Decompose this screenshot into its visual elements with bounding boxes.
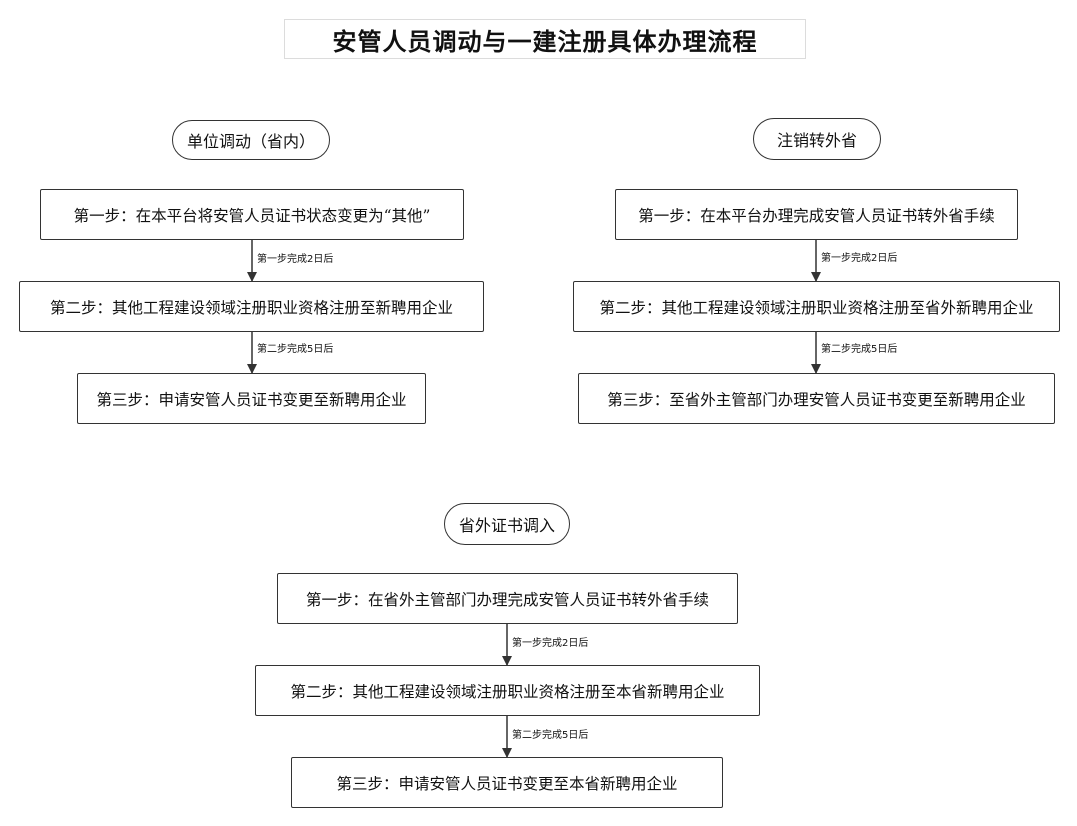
flow-unit-transfer-step2: 第二步：其他工程建设领域注册职业资格注册至新聘用企业 [19, 281, 484, 332]
flow-cancel-out-arrow2-label: 第二步完成5日后 [821, 344, 898, 355]
flow-cancel-out-header: 注销转外省 [753, 118, 881, 160]
flow-unit-transfer-arrow1-label: 第一步完成2日后 [257, 254, 334, 265]
flow-unit-transfer-step3: 第三步：申请安管人员证书变更至新聘用企业 [77, 373, 426, 424]
flow-transfer-in-arrow2-label: 第二步完成5日后 [512, 730, 589, 741]
flow-cancel-out-step1: 第一步：在本平台办理完成安管人员证书转外省手续 [615, 189, 1018, 240]
flow-unit-transfer-header: 单位调动（省内） [172, 120, 330, 160]
flow-transfer-in-step1: 第一步：在省外主管部门办理完成安管人员证书转外省手续 [277, 573, 738, 624]
flow-cancel-out-arrow1-label: 第一步完成2日后 [821, 253, 898, 264]
flow-transfer-in-arrow1-label: 第一步完成2日后 [512, 638, 589, 649]
flow-unit-transfer-step1: 第一步：在本平台将安管人员证书状态变更为“其他” [40, 189, 464, 240]
flow-unit-transfer-arrow2-label: 第二步完成5日后 [257, 344, 334, 355]
flow-cancel-out-step3: 第三步：至省外主管部门办理安管人员证书变更至新聘用企业 [578, 373, 1055, 424]
flow-cancel-out-step2: 第二步：其他工程建设领域注册职业资格注册至省外新聘用企业 [573, 281, 1060, 332]
flow-transfer-in-header: 省外证书调入 [444, 503, 570, 545]
flow-transfer-in-step3: 第三步：申请安管人员证书变更至本省新聘用企业 [291, 757, 723, 808]
diagram-title: 安管人员调动与一建注册具体办理流程 [284, 19, 806, 59]
flow-transfer-in-step2: 第二步：其他工程建设领域注册职业资格注册至本省新聘用企业 [255, 665, 760, 716]
